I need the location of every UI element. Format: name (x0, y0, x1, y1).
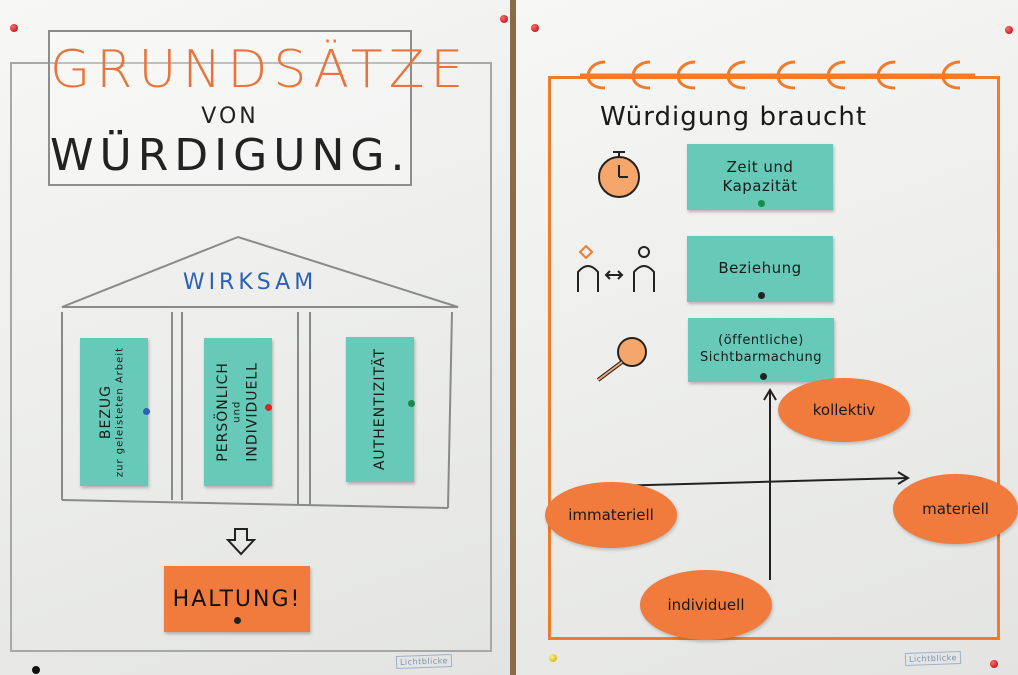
pin-dot (408, 400, 415, 407)
pin-dot (265, 404, 272, 411)
arrow-down-icon (226, 528, 256, 556)
pillar-note-authentizitaet: AUTHENTIZITÄT (346, 337, 414, 482)
title-line-2: VON (201, 104, 259, 129)
stopwatch-icon (598, 151, 640, 198)
logo-right: Lichtblicke (904, 651, 962, 666)
result-note-haltung: HALTUNG! (164, 566, 310, 632)
pillar-note-persoenlich: PERSÖNLICH und INDIVIDUELL (204, 338, 272, 486)
axis-label-top: kollektiv (778, 378, 910, 442)
axis-label-left: immateriell (545, 482, 677, 548)
title-line-3: WÜRDIGUNG. (50, 130, 411, 181)
pin-dot (758, 292, 765, 299)
board-gap (510, 0, 516, 675)
temple-lines (61, 235, 459, 509)
right-heading: Würdigung braucht (600, 102, 868, 132)
pin-dot (234, 617, 241, 624)
left-sheet-frame (10, 62, 492, 652)
push-pin (549, 654, 557, 662)
pin-dot (758, 200, 765, 207)
push-pin (10, 24, 18, 32)
push-pin (32, 666, 40, 674)
left-flipchart-sheet: GRUNDSÄTZE VON WÜRDIGUNG. WIRKSAM BEZUG … (0, 0, 510, 675)
push-pin (990, 660, 998, 668)
pin-dot (760, 373, 767, 380)
temple-label: WIRKSAM (182, 270, 318, 295)
need-1-line1: Zeit und (726, 157, 794, 176)
need-note-beziehung: Beziehung (687, 236, 833, 302)
axis-label-bottom: individuell (640, 570, 772, 640)
need-1-line2: Kapazität (722, 177, 798, 195)
push-pin (1005, 26, 1013, 34)
pin-dot (143, 408, 150, 415)
title-box: GRUNDSÄTZE VON WÜRDIGUNG. (48, 30, 470, 186)
push-pin (531, 24, 539, 32)
pillar-note-bezug: BEZUG zur geleisteten Arbeit (80, 338, 148, 486)
axis-label-right: materiell (893, 474, 1018, 544)
relationship-icon (577, 244, 655, 292)
need-note-sichtbarmachung: (öffentliche) Sichtbarmachung (688, 318, 834, 382)
title-line-1: GRUNDSÄTZE (50, 40, 470, 100)
need-note-zeit: Zeit und Kapazität (687, 144, 833, 210)
magnifier-icon (596, 337, 647, 382)
orange-swirl-border (580, 60, 975, 90)
need-2-line1: Beziehung (718, 259, 802, 278)
right-sheet-frame (548, 76, 1000, 640)
push-pin (500, 15, 508, 23)
need-3-line1: (öffentliche) (718, 333, 804, 349)
need-3-line2: Sichtbarmachung (700, 350, 822, 365)
